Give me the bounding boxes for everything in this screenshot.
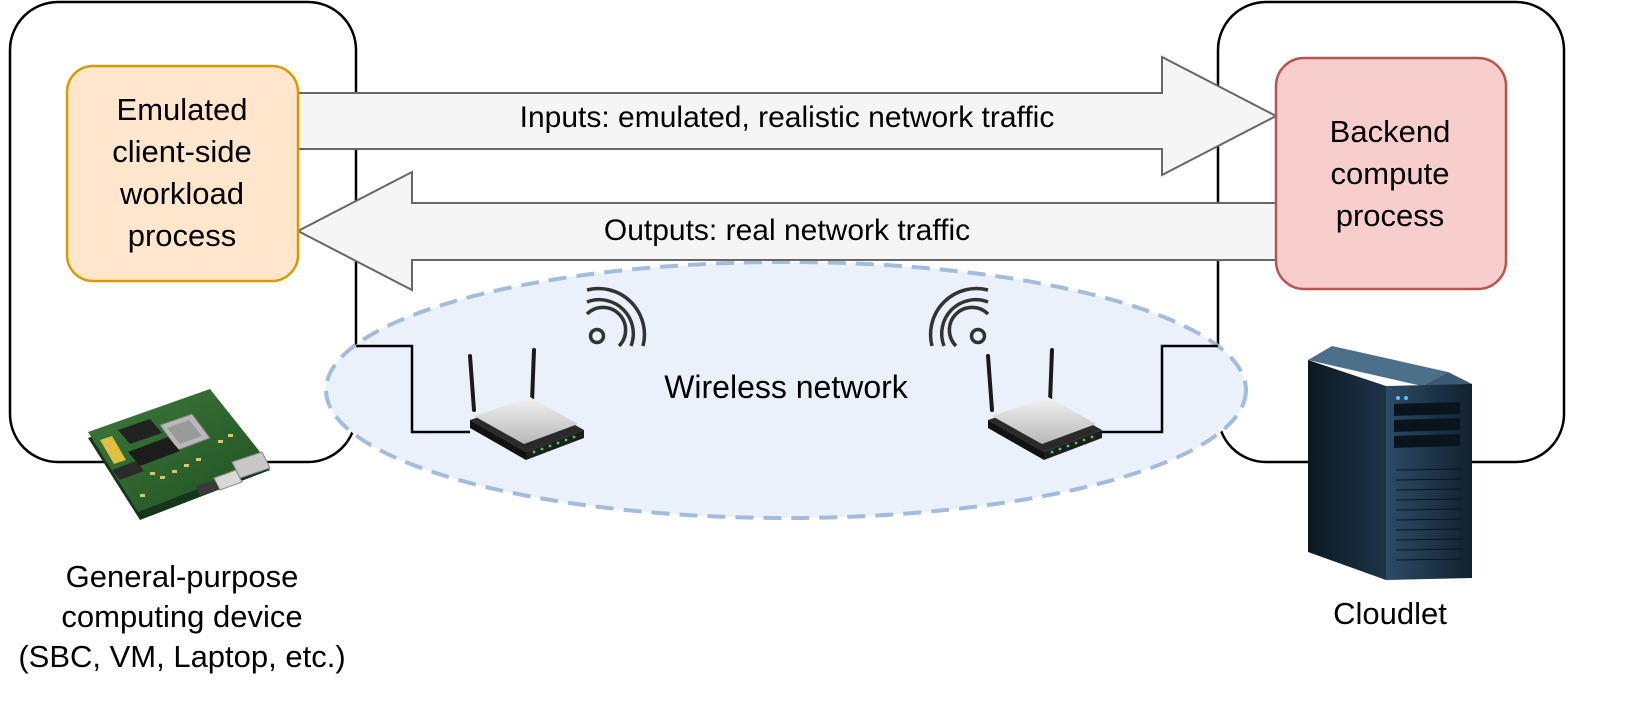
client-process-line-1: Emulated — [117, 92, 248, 127]
router-right-icon — [986, 348, 1102, 460]
client-process-line-2: client-side — [112, 134, 252, 169]
outputs-arrow-label: Outputs: real network traffic — [604, 214, 970, 247]
router-left-icon — [468, 348, 584, 460]
cloudlet-caption: Cloudlet — [1333, 596, 1447, 631]
outputs-arrow — [295, 170, 1277, 292]
wireless-network-ellipse — [324, 260, 1248, 520]
client-process-line-3: workload — [119, 176, 244, 211]
client-device-caption-line-2: computing device — [61, 599, 302, 634]
wireless-network-label: Wireless network — [664, 369, 909, 405]
client-device-caption-line-3: (SBC, VM, Laptop, etc.) — [18, 639, 345, 674]
cloudlet-server-icon — [1308, 346, 1472, 580]
backend-process-line-2: compute — [1331, 156, 1450, 191]
backend-process-box — [1274, 56, 1508, 291]
cloudlet-cable — [1102, 344, 1218, 434]
client-device-caption-line-1: General-purpose — [66, 559, 299, 594]
client-process-box — [65, 64, 300, 283]
client-cable — [356, 344, 470, 434]
inputs-arrow-label: Inputs: emulated, realistic network traf… — [520, 101, 1055, 134]
client-process-line-4: process — [128, 218, 237, 253]
backend-process-line-1: Backend — [1330, 114, 1451, 149]
sbc-board-icon — [88, 389, 271, 520]
backend-process-line-3: process — [1336, 198, 1445, 233]
wifi-signal-icon-left — [585, 286, 647, 348]
inputs-arrow — [297, 55, 1279, 177]
wifi-signal-icon-right — [928, 286, 990, 348]
